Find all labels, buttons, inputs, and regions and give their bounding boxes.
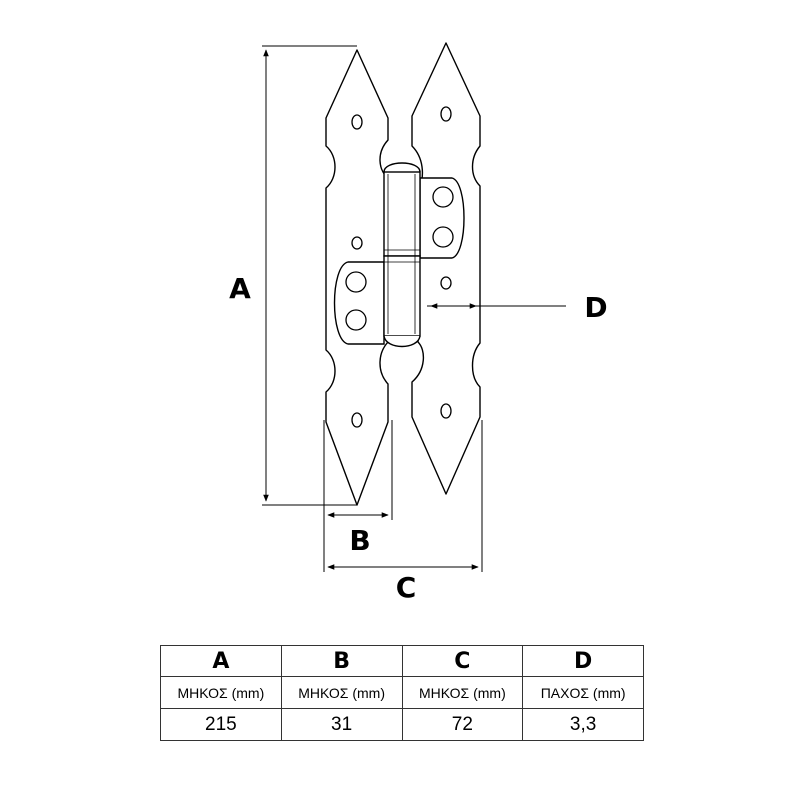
table-unit-cell: ΜΗΚΟΣ (mm) [401, 676, 524, 709]
table-value-row: 215 31 72 3,3 [160, 708, 644, 741]
table-unit-cell: ΜΗΚΟΣ (mm) [280, 676, 403, 709]
table-header-cell: B [280, 645, 403, 677]
table-value-cell: 31 [280, 708, 403, 741]
leaf-hole [440, 276, 452, 290]
flap-hole [432, 226, 454, 248]
leaf-hole [440, 403, 452, 419]
dimension-a: A [229, 45, 357, 506]
table-unit-cell: ΜΗΚΟΣ (mm) [160, 676, 282, 709]
dimension-label-d: D [584, 291, 607, 324]
dimension-label-c: C [396, 571, 417, 604]
table-value-cell: 72 [401, 708, 524, 741]
leaf-hole [440, 106, 452, 122]
table-value-cell: 3,3 [522, 708, 644, 741]
leaf-hole [351, 236, 363, 250]
table-unit-cell: ΠΑΧΟΣ (mm) [522, 676, 644, 709]
table-header-row: A B C D [160, 645, 644, 677]
leaf-hole [351, 412, 363, 428]
dimension-d: D [427, 291, 608, 324]
dimension-c: C [327, 420, 483, 604]
leaf-hole [351, 114, 363, 130]
table-unit-row: ΜΗΚΟΣ (mm) ΜΗΚΟΣ (mm) ΜΗΚΟΣ (mm) ΠΑΧΟΣ (… [160, 676, 644, 709]
dimension-b: B [323, 420, 393, 572]
table-header-cell: A [160, 645, 282, 677]
dimension-label-a: A [229, 272, 251, 305]
hinge-technical-drawing: A B C D [229, 42, 608, 604]
flap-hole [345, 271, 367, 293]
flap-hole [345, 309, 367, 331]
flap-hole [432, 186, 454, 208]
dimension-label-b: B [349, 524, 370, 557]
dimensions-table: A B C D ΜΗΚΟΣ (mm) ΜΗΚΟΣ (mm) ΜΗΚΟΣ (mm)… [160, 645, 644, 741]
table-header-cell: D [522, 645, 644, 677]
right-hinge-leaf [411, 42, 481, 495]
table-value-cell: 215 [160, 708, 282, 741]
hinge-pin-barrel [383, 162, 421, 348]
table-header-cell: C [401, 645, 524, 677]
